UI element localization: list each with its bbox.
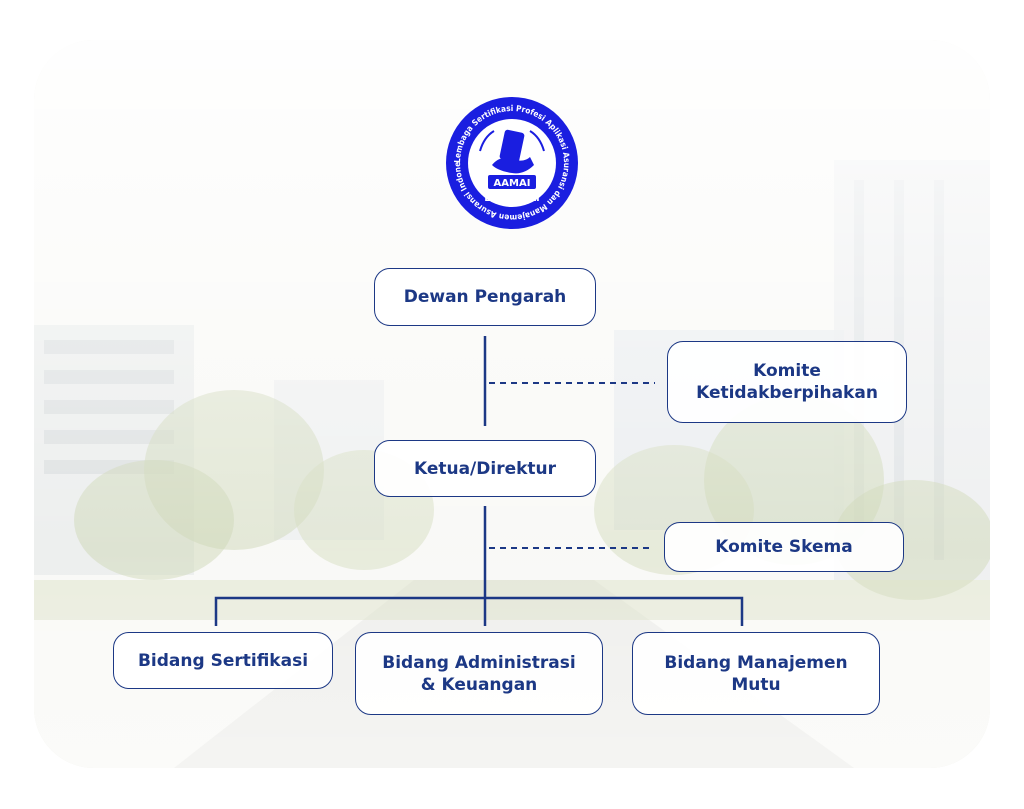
node-komite-ketidakberpihakan-line1: Komite xyxy=(753,361,821,381)
node-bidang-sertifikasi: Bidang Sertifikasi xyxy=(113,632,333,689)
node-bidang-manajemen-line1: Bidang Manajemen xyxy=(664,652,848,673)
node-bidang-manajemen-mutu: Bidang Manajemen Mutu xyxy=(632,632,880,715)
node-bidang-administrasi-line1: Bidang Administrasi xyxy=(382,652,576,673)
node-komite-skema-label: Komite Skema xyxy=(715,537,853,557)
node-dewan-pengarah: Dewan Pengarah xyxy=(374,268,596,326)
node-komite-ketidakberpihakan: Komite Ketidakberpihakan xyxy=(667,341,907,423)
lsp-aamai-logo: Lembaga Sertifikasi Profesi Aplikasi Asu… xyxy=(442,87,580,231)
node-bidang-sertifikasi-label: Bidang Sertifikasi xyxy=(137,650,309,671)
connector-bidang-branch xyxy=(214,596,744,626)
node-komite-ketidakberpihakan-line2: Ketidakberpihakan xyxy=(696,383,878,403)
logo-emblem-text: AAMAI xyxy=(494,178,531,189)
node-bidang-administrasi-keuangan: Bidang Administrasi & Keuangan xyxy=(355,632,603,715)
node-bidang-manajemen-line2: Mutu xyxy=(731,674,781,695)
node-ketua-direktur-label: Ketua/Direktur xyxy=(413,458,557,479)
node-bidang-administrasi-line2: & Keuangan xyxy=(420,674,538,695)
node-ketua-direktur: Ketua/Direktur xyxy=(374,440,596,497)
node-dewan-pengarah-label: Dewan Pengarah xyxy=(403,287,567,307)
logo-bottom-text: LSP AAMAI xyxy=(484,194,539,204)
node-komite-skema: Komite Skema xyxy=(664,522,904,572)
